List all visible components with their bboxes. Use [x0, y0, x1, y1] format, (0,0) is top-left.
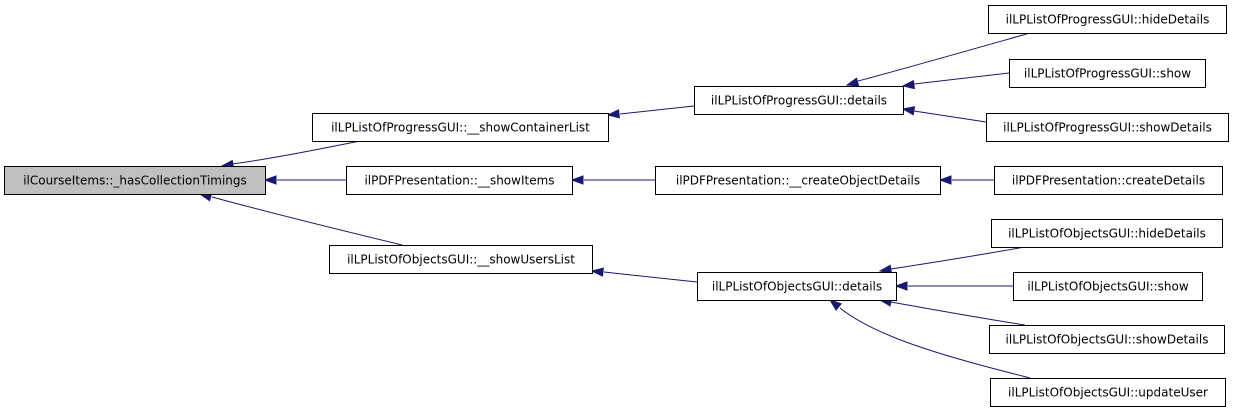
node-box [1013, 272, 1203, 301]
edge-line [211, 196, 403, 246]
edge-progress_show-to-progress_details [901, 72, 1010, 90]
node-objects-details[interactable]: ilLPListOfObjectsGUI::details [697, 272, 897, 301]
node-label: ilLPListOfProgressGUI::hideDetails [1006, 13, 1210, 27]
node-progress-hide[interactable]: ilLPListOfProgressGUI::hideDetails [988, 5, 1227, 34]
node-box [312, 113, 609, 142]
edge-progress_details-to-progress_container [606, 105, 695, 119]
node-pdf-create-details[interactable]: ilPDFPresentation::createDetails [994, 166, 1223, 195]
node-objects-users[interactable]: ilLPListOfObjectsGUI::__showUsersList [329, 245, 593, 274]
node-box [1009, 59, 1206, 88]
node-label: ilLPListOfProgressGUI::details [711, 94, 887, 108]
arrowhead [590, 267, 604, 277]
edge-line [890, 246, 1026, 270]
edge-pdf_create_obj-to-pdf_items [570, 175, 655, 185]
node-label: ilLPListOfObjectsGUI::showDetails [1006, 333, 1209, 347]
edge-progress_container-to-root [220, 140, 361, 170]
arrowhead [901, 79, 915, 90]
edge-line [890, 301, 1026, 326]
edge-objects_details-to-objects_users [590, 267, 698, 283]
node-label: ilLPListOfObjectsGUI::show [1027, 280, 1188, 294]
edge-line [857, 32, 1031, 82]
node-label: ilLPListOfObjectsGUI::details [712, 280, 882, 294]
node-progress-showdetails[interactable]: ilLPListOfProgressGUI::showDetails [986, 113, 1229, 142]
node-progress-details[interactable]: ilLPListOfProgressGUI::details [694, 86, 904, 115]
arrowhead [901, 106, 916, 116]
edge-line [913, 72, 1010, 85]
node-box [697, 272, 897, 301]
node-label: ilPDFPresentation::createDetails [1012, 174, 1205, 188]
node-pdf-create-obj[interactable]: ilPDFPresentation::__createObjectDetails [655, 166, 941, 195]
node-box [991, 219, 1223, 248]
node-objects-update[interactable]: ilLPListOfObjectsGUI::updateUser [990, 378, 1226, 407]
node-objects-show[interactable]: ilLPListOfObjectsGUI::show [1013, 272, 1203, 301]
node-progress-container[interactable]: ilLPListOfProgressGUI::__showContainerLi… [312, 113, 609, 142]
edge-line [231, 140, 361, 165]
arrowhead [894, 281, 908, 291]
arrowhead [606, 109, 620, 119]
edge-progress_hide-to-progress_details [845, 32, 1031, 87]
node-label: ilPDFPresentation::__createObjectDetails [676, 174, 920, 188]
node-label: ilLPListOfProgressGUI::show [1024, 67, 1191, 81]
edge-line [913, 110, 987, 123]
edge-objects_update-to-objects_details [828, 299, 1031, 379]
node-label: ilLPListOfObjectsGUI::__showUsersList [347, 253, 575, 267]
arrowhead [828, 299, 842, 311]
edge-line [619, 105, 695, 115]
node-label: ilLPListOfProgressGUI::__showContainerLi… [331, 121, 590, 135]
edge-line [603, 271, 698, 283]
node-box [694, 86, 904, 115]
nodes-layer: ilCourseItems::_hasCollectionTimingsilLP… [4, 5, 1229, 407]
node-box [989, 325, 1225, 354]
node-box [329, 245, 593, 274]
node-box [990, 378, 1226, 407]
edge-objects_hide-to-objects_details [878, 246, 1026, 274]
arrowhead [938, 175, 952, 185]
edge-pdf_create_details-to-pdf_create_obj [938, 175, 994, 185]
edge-objects_showdetails-to-objects_details [878, 297, 1026, 326]
node-box [655, 166, 941, 195]
node-label: ilCourseItems::_hasCollectionTimings [23, 174, 247, 188]
node-root[interactable]: ilCourseItems::_hasCollectionTimings [4, 166, 266, 195]
node-box [986, 113, 1229, 142]
node-label: ilLPListOfObjectsGUI::hideDetails [1008, 227, 1206, 241]
node-progress-show[interactable]: ilLPListOfProgressGUI::show [1009, 59, 1206, 88]
node-pdf-items[interactable]: ilPDFPresentation::__showItems [346, 166, 573, 195]
node-objects-hide[interactable]: ilLPListOfObjectsGUI::hideDetails [991, 219, 1223, 248]
arrowhead [845, 77, 860, 87]
edge-pdf_items-to-root [263, 175, 346, 185]
node-box [994, 166, 1223, 195]
node-box [988, 5, 1227, 34]
node-objects-showdetails[interactable]: ilLPListOfObjectsGUI::showDetails [989, 325, 1225, 354]
node-label: ilLPListOfProgressGUI::showDetails [1003, 121, 1212, 135]
node-box [346, 166, 573, 195]
node-box [4, 166, 266, 195]
arrowhead [263, 175, 277, 185]
edge-objects_users-to-root [198, 192, 403, 246]
arrowhead [570, 175, 584, 185]
node-label: ilPDFPresentation::__showItems [364, 174, 554, 188]
node-label: ilLPListOfObjectsGUI::updateUser [1008, 386, 1208, 400]
edge-progress_showdetails-to-progress_details [901, 106, 987, 123]
edge-line [839, 307, 1031, 379]
edges-layer [198, 32, 1031, 379]
edge-objects_show-to-objects_details [894, 281, 1013, 291]
